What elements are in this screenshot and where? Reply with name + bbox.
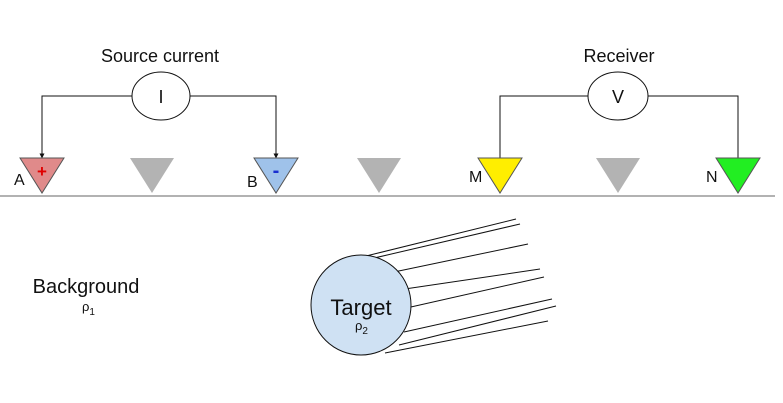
- receiver-wire-m: [499, 95, 588, 160]
- voltmeter-circle: [587, 71, 649, 121]
- voltmeter-symbol: V: [612, 87, 624, 107]
- background-rho: ρ1: [82, 299, 95, 318]
- target-circle: [310, 254, 412, 356]
- electrode-m-label: M: [469, 169, 482, 186]
- electrode-b-sign: -: [273, 160, 280, 182]
- electrode-a-label: A: [14, 172, 25, 189]
- electrode-a: [19, 157, 65, 194]
- cylinder-line: [403, 298, 553, 333]
- cylinder-line: [384, 320, 549, 354]
- cylinder-line: [361, 218, 517, 258]
- ammeter-circle: [131, 71, 191, 121]
- electrode-m: [477, 157, 523, 194]
- target-cylinder: Target ρ2: [310, 218, 557, 356]
- target-rho-symbol: ρ: [355, 318, 362, 333]
- source-wire-a: [39, 95, 132, 159]
- cylinder-line: [398, 305, 557, 346]
- background-label: Background: [33, 276, 140, 298]
- electrode-b-label: B: [247, 174, 258, 191]
- electrode-a-sign: +: [37, 162, 47, 181]
- receiver-wire-n: [648, 95, 739, 160]
- target-rho: ρ2: [355, 318, 368, 337]
- target-label: Target: [330, 295, 391, 320]
- background-rho-symbol: ρ: [82, 299, 89, 314]
- receiver-title: Receiver: [583, 46, 654, 66]
- electrode-b: [253, 157, 299, 194]
- background-rho-subscript: 1: [89, 307, 95, 318]
- target-rho-subscript: 2: [362, 326, 368, 337]
- cylinder-line: [397, 268, 541, 291]
- electrode-inactive-1: [130, 158, 174, 193]
- cylinder-line: [393, 243, 529, 273]
- source-current-title: Source current: [101, 46, 219, 66]
- electrode-inactive-2: [357, 158, 401, 193]
- cylinder-line: [401, 276, 545, 310]
- cylinder-line: [369, 223, 521, 260]
- source-wire-b: [190, 95, 279, 159]
- electrode-n-label: N: [706, 169, 718, 186]
- electrode-n: [715, 157, 761, 194]
- electrode-inactive-3: [596, 158, 640, 193]
- ammeter-symbol: I: [158, 87, 163, 107]
